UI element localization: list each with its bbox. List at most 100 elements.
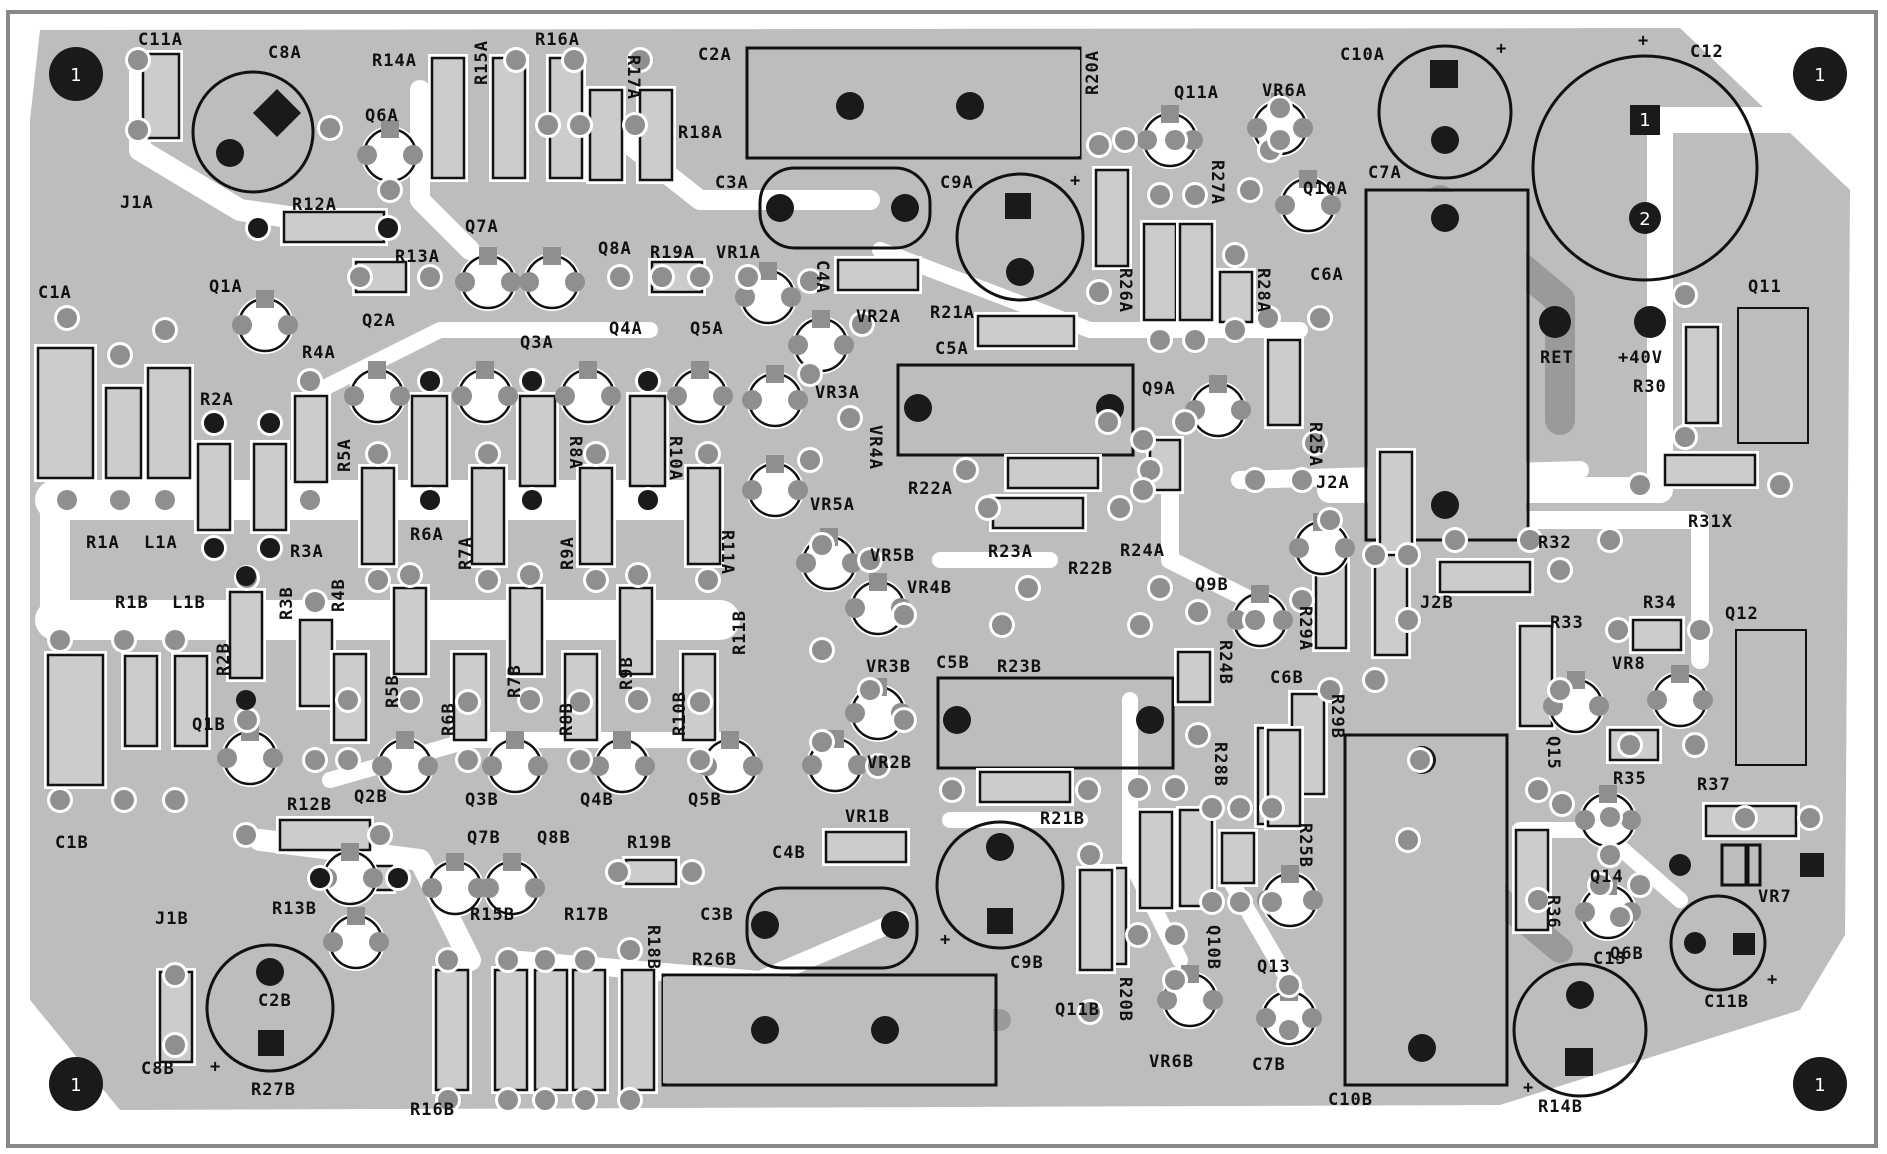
pad <box>110 345 130 365</box>
resistor-body <box>620 968 656 1092</box>
transistor-halo <box>327 913 385 971</box>
pad <box>236 825 256 845</box>
component-label: R19B <box>627 833 672 853</box>
component-label: R29A <box>1295 606 1315 651</box>
pad <box>204 538 224 558</box>
transistor-halo <box>1189 381 1247 439</box>
pad <box>57 308 77 328</box>
pad <box>369 932 389 952</box>
pad <box>506 50 526 70</box>
pad <box>1431 204 1459 232</box>
pad <box>372 756 392 776</box>
component-label: R28B <box>1210 742 1230 787</box>
resistor-body <box>1220 831 1256 885</box>
pad <box>1528 890 1548 910</box>
resistor-body <box>508 586 544 676</box>
pad <box>378 218 398 238</box>
component-label: R36 <box>1543 895 1563 929</box>
transistor-q12-outline <box>1735 629 1807 766</box>
pad <box>1133 430 1153 450</box>
pad <box>1202 892 1222 912</box>
component-label: VR3A <box>815 383 860 403</box>
component-label: Q15 <box>1543 736 1563 770</box>
pad <box>300 371 320 391</box>
component-label: R2B <box>214 642 234 676</box>
svg-text:+: + <box>1638 31 1649 51</box>
component-label: Q11B <box>1055 1000 1100 1020</box>
pad <box>438 1090 458 1110</box>
component-label: R20A <box>1083 50 1103 95</box>
component-label: R33 <box>1550 613 1584 633</box>
component-label: R16A <box>535 30 580 50</box>
pad <box>1247 118 1267 138</box>
pad <box>1431 491 1459 519</box>
capacitor-c10a-outline <box>1377 44 1513 180</box>
resistor-body <box>1684 325 1720 425</box>
transistor-halo <box>559 367 617 425</box>
pad <box>1800 808 1820 828</box>
pad <box>1157 990 1177 1010</box>
pad <box>1431 126 1459 154</box>
pad <box>216 139 244 167</box>
component-label: VR4B <box>907 578 952 598</box>
component-label: VR3B <box>866 657 911 677</box>
pad <box>1165 970 1185 990</box>
component-label: L1B <box>172 593 206 613</box>
pad <box>613 731 631 749</box>
pad <box>986 833 1014 861</box>
component-label: Q9B <box>1195 575 1229 595</box>
svg-text:+: + <box>210 1057 221 1077</box>
pad <box>320 118 340 138</box>
component-label: R4A <box>302 343 336 363</box>
component-label: R27A <box>1207 160 1227 205</box>
component-label: R1A <box>86 533 120 553</box>
component-label: VR2A <box>856 307 901 327</box>
pad <box>742 480 762 500</box>
resistor-body <box>628 394 667 488</box>
component-label: R7B <box>505 664 525 698</box>
component-label: C1A <box>38 283 72 303</box>
component-label: J2B <box>1420 593 1454 613</box>
pad <box>1275 195 1295 215</box>
component-label: J1A <box>120 193 154 213</box>
capacitor-c3a-outline <box>758 166 932 250</box>
pad <box>543 247 561 265</box>
small-parts <box>47 47 1823 1113</box>
transistor-halo <box>321 849 379 907</box>
component-label: +40V <box>1618 348 1663 368</box>
pad <box>520 565 540 585</box>
pad <box>263 748 283 768</box>
transistor-halo <box>1651 671 1709 729</box>
component-label: C4A <box>812 260 832 294</box>
pad <box>455 272 475 292</box>
component-label: R11A <box>717 530 737 575</box>
component-label: C12 <box>1690 42 1724 62</box>
pad <box>1550 680 1570 700</box>
component-label: R23A <box>988 542 1033 562</box>
pad <box>217 748 237 768</box>
pad <box>575 1090 595 1110</box>
pad <box>1185 185 1205 205</box>
pad <box>1150 578 1170 598</box>
pad <box>1552 794 1572 814</box>
transistor-halo <box>483 859 541 917</box>
component-label: R13B <box>272 899 317 919</box>
component-label: VR6B <box>1149 1052 1194 1072</box>
pad <box>1520 530 1540 550</box>
component-label: C6B <box>1270 668 1304 688</box>
pad <box>155 320 175 340</box>
component-label: R17A <box>623 55 643 100</box>
capacitor-c10a-pad-square <box>1430 60 1458 88</box>
component-label: C2B <box>258 991 292 1011</box>
resistor-body <box>360 466 396 566</box>
pad <box>1225 245 1245 265</box>
component-label: R14A <box>372 51 417 71</box>
pad <box>237 710 257 730</box>
pad <box>608 862 628 882</box>
component-label: J2A <box>1316 473 1350 493</box>
pad <box>620 940 640 960</box>
capacitor-c7b-outline <box>1343 733 1509 1087</box>
resistor-body <box>434 968 470 1092</box>
pad <box>586 444 606 464</box>
